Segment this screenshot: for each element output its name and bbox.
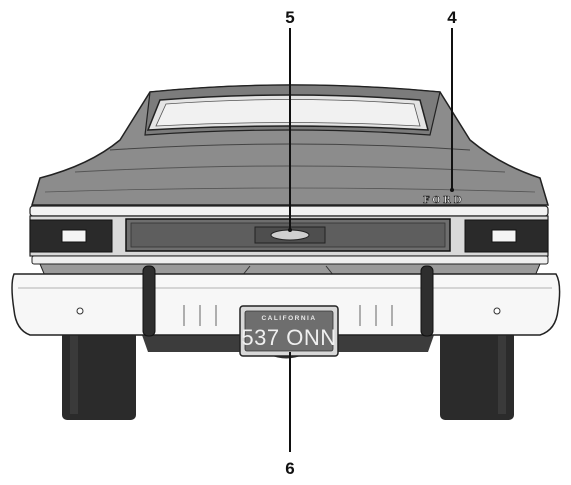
callout-6-label: 6 [285, 459, 294, 478]
left-backup-lamp [61, 229, 87, 243]
right-bumper-guard [420, 265, 434, 337]
right-backup-lamp [491, 229, 517, 243]
right-rear-tire [440, 320, 514, 420]
left-bumper-guard [142, 265, 156, 337]
callout-5-dot [288, 228, 292, 232]
left-bumper-bolt [76, 307, 84, 315]
rear-window-inner [155, 99, 421, 127]
callout-4-label: 4 [447, 8, 457, 27]
lower-chrome-strip [31, 255, 549, 265]
ford-badge: FORD [423, 196, 465, 206]
left-rear-tire [62, 320, 136, 420]
callout-5-label: 5 [285, 8, 294, 27]
license-plate [244, 310, 334, 352]
right-bumper-bolt [493, 307, 501, 315]
license-plate-state: CALIFORNIA [261, 315, 316, 322]
license-plate-number: 537 ONN [241, 325, 336, 350]
left-tire-highlight [70, 326, 78, 414]
bumper-ribs [183, 305, 393, 326]
callout-4-dot [450, 188, 454, 192]
right-tire-highlight [498, 326, 506, 414]
